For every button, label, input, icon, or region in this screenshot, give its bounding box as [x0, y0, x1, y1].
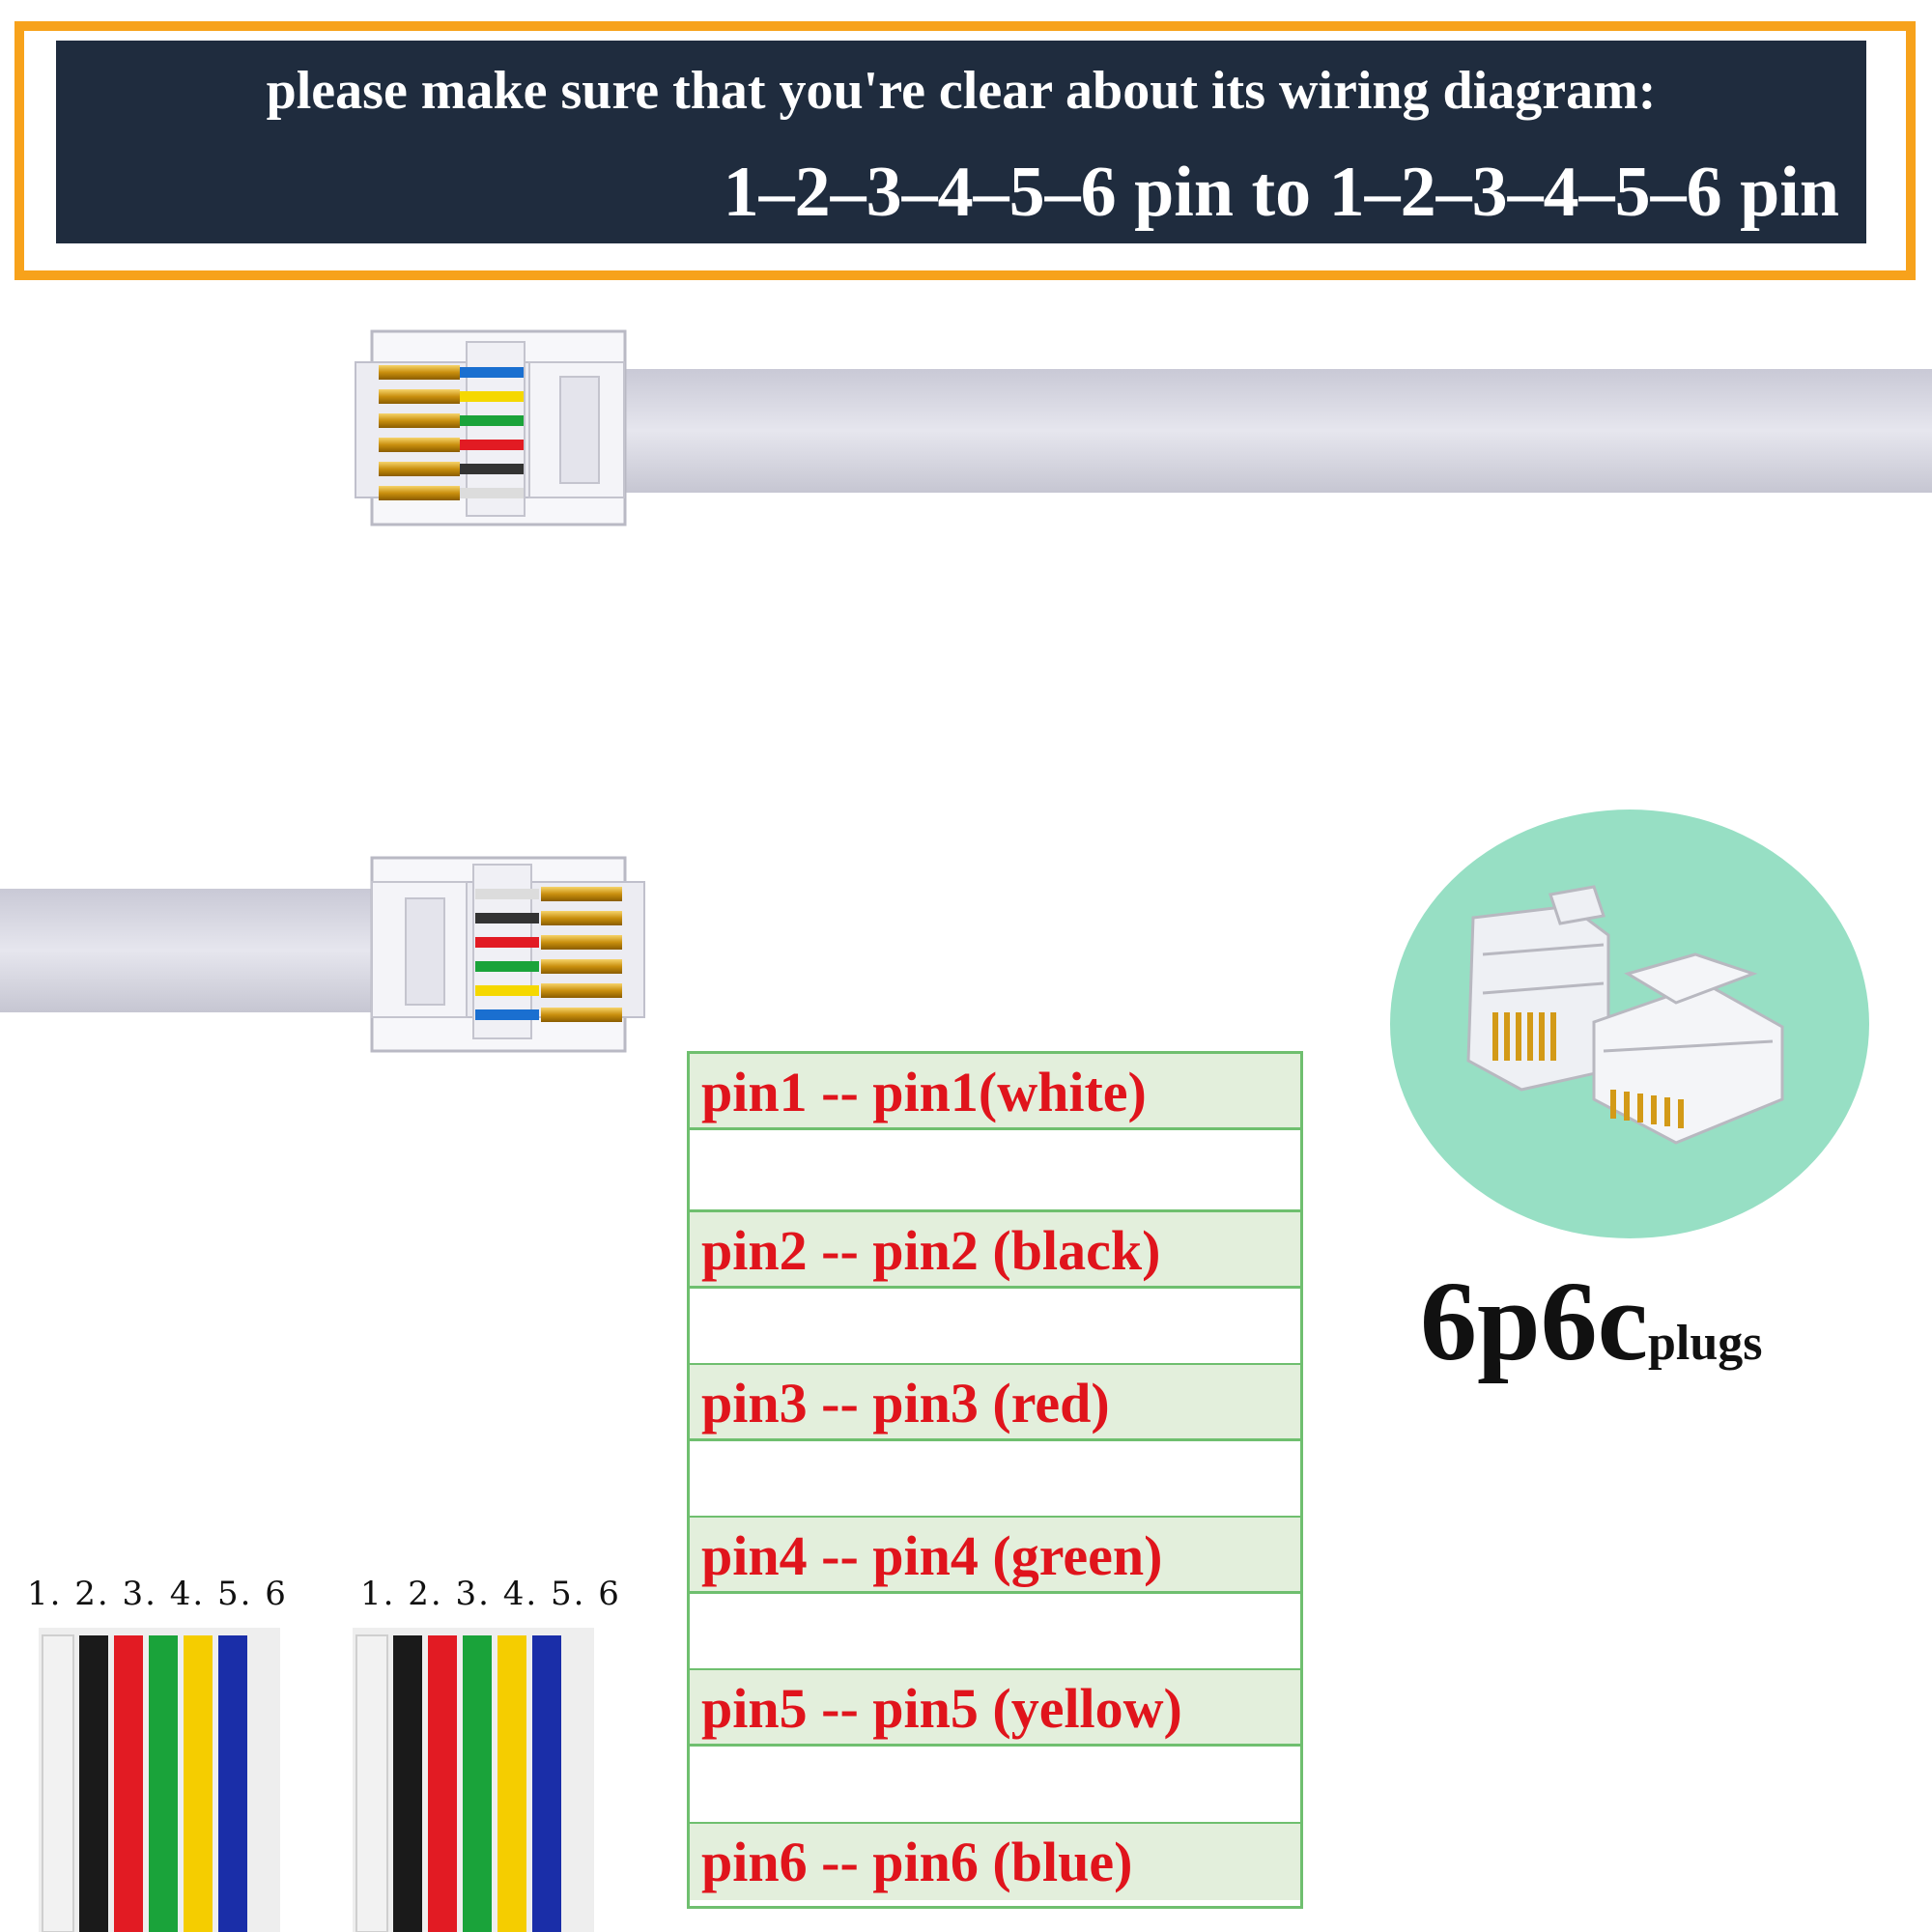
- pin-mapping-text: pin5 -- pin5 (yellow): [701, 1677, 1182, 1740]
- wire-white: [42, 1634, 74, 1932]
- banner-panel: please make sure that you're clear about…: [52, 37, 1870, 247]
- plug-type-label: 6p6cplugs: [1420, 1256, 1763, 1387]
- pin-mapping-text: pin6 -- pin6 (blue): [701, 1831, 1133, 1893]
- row-divider: [690, 1209, 1300, 1212]
- wire-red: [114, 1635, 143, 1932]
- rj12-plug-icon: [370, 856, 645, 1053]
- banner-instruction: please make sure that you're clear about…: [266, 61, 1657, 121]
- banner-pin-mapping: 1–2–3–4–5–6 pin to 1–2–3–4–5–6 pin: [723, 153, 1839, 232]
- plug-type-sub: plugs: [1648, 1316, 1763, 1371]
- wire-green: [463, 1635, 492, 1932]
- cable-bottom: [0, 889, 382, 1012]
- pin-row-1: pin1 -- pin1(white): [690, 1054, 1300, 1130]
- pin-row-5: pin5 -- pin5 (yellow): [690, 1670, 1300, 1747]
- pin-mapping-text: pin2 -- pin2 (black): [701, 1219, 1161, 1282]
- pin-mapping-text: pin4 -- pin4 (green): [701, 1524, 1163, 1587]
- wire-red: [428, 1635, 457, 1932]
- pin-mapping-table: pin1 -- pin1(white) pin2 -- pin2 (black)…: [687, 1051, 1303, 1909]
- row-divider: [690, 1363, 1300, 1366]
- row-divider: [690, 1516, 1300, 1519]
- pin-row-6: pin6 -- pin6 (blue): [690, 1824, 1300, 1900]
- pin-mapping-text: pin3 -- pin3 (red): [701, 1372, 1110, 1435]
- row-divider: [690, 1822, 1300, 1825]
- cable-top: [618, 369, 1932, 493]
- wire-blue: [532, 1635, 561, 1932]
- bottom-plug-cable: [0, 856, 645, 1053]
- wire-blue: [218, 1635, 247, 1932]
- wire-green: [149, 1635, 178, 1932]
- wire-yellow: [184, 1635, 213, 1932]
- wire-yellow: [497, 1635, 526, 1932]
- row-divider: [690, 1668, 1300, 1671]
- wire-black: [79, 1635, 108, 1932]
- wire-bundles: [39, 1628, 594, 1932]
- wire-numbers-left: 1. 2. 3. 4. 5. 6: [27, 1575, 288, 1613]
- pin-row-2: pin2 -- pin2 (black): [690, 1212, 1300, 1289]
- pin-row-3: pin3 -- pin3 (red): [690, 1365, 1300, 1441]
- top-plug-cable: [355, 329, 1932, 526]
- wire-bundle-left: [39, 1628, 280, 1932]
- wire-bundle-right: [353, 1628, 594, 1932]
- pin-row-4: pin4 -- pin4 (green): [690, 1518, 1300, 1594]
- pin-mapping-text: pin1 -- pin1(white): [701, 1061, 1147, 1123]
- rj12-plug-icon: [355, 329, 627, 526]
- wire-numbers-right: 1. 2. 3. 4. 5. 6: [360, 1575, 621, 1613]
- 6p6c-connector-photo-icon: [1390, 810, 1869, 1238]
- wire-black: [393, 1635, 422, 1932]
- plug-type-main: 6p6c: [1420, 1258, 1648, 1384]
- wire-white: [355, 1634, 388, 1932]
